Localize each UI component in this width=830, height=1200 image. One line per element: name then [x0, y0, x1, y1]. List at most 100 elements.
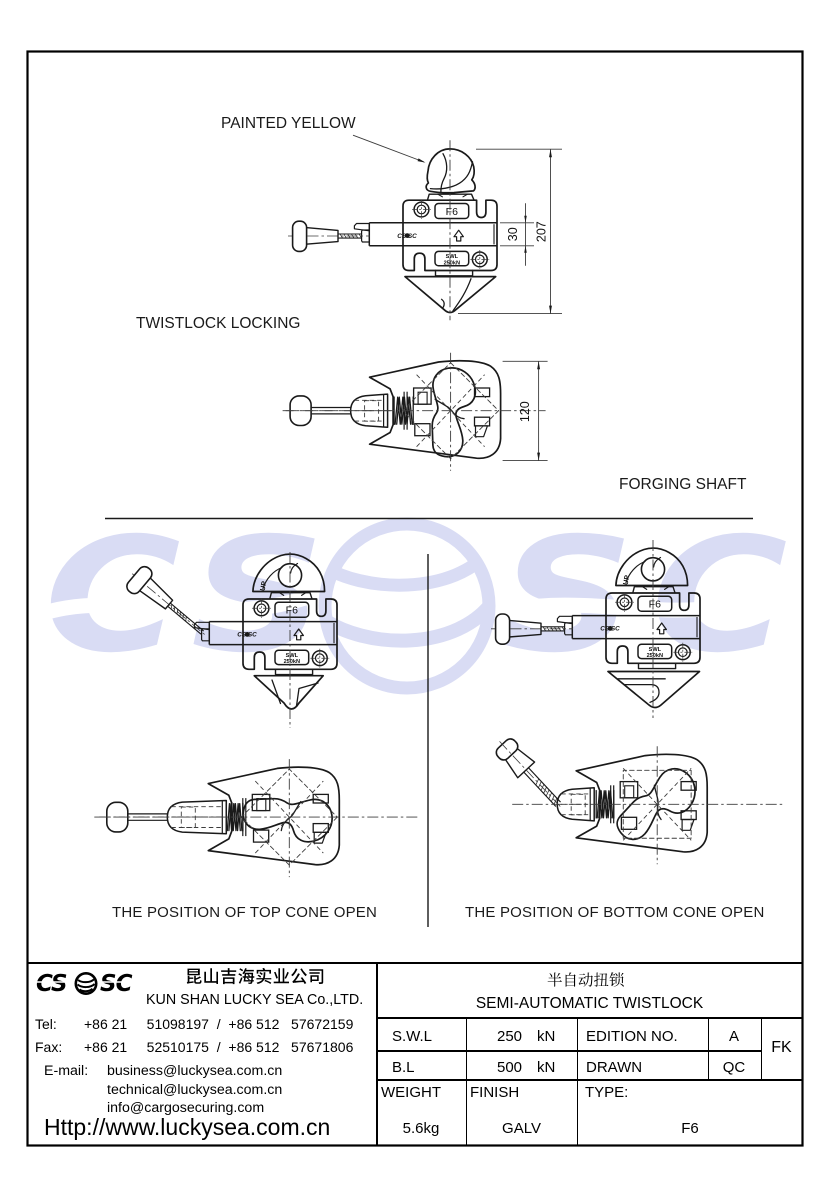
- swl-unit: kN: [537, 1028, 556, 1045]
- line-art-segment: [291, 220, 308, 253]
- line-art-segment: [396, 396, 413, 425]
- line-art-segment: [620, 816, 638, 830]
- line-art-segment: [440, 298, 445, 309]
- line-art-segment: [623, 683, 660, 703]
- line-art-segment: [186, 967, 324, 985]
- label-twistlock-locking: TWISTLOCK LOCKING: [136, 315, 301, 332]
- dimension-text: 207: [534, 221, 548, 242]
- line-art-segment: [550, 626, 554, 632]
- line-art-segment: [437, 193, 469, 198]
- line-art-segment: [653, 784, 662, 821]
- line-art-segment: [22, 570, 356, 626]
- line-art-segment: [176, 609, 178, 615]
- line-art-segment: [253, 674, 325, 710]
- line-art-segment: [524, 245, 527, 253]
- weight-label: WEIGHT: [381, 1084, 441, 1101]
- type-label: TYPE:: [585, 1084, 629, 1101]
- label-painted-yellow: PAINTED YELLOW: [221, 115, 356, 132]
- line-art-segment: [681, 818, 695, 831]
- title-block-line: [376, 1079, 803, 1081]
- dome-up-text: UP: [623, 574, 632, 585]
- logo-cs: CS: [36, 971, 67, 997]
- line-art-segment: [537, 452, 541, 461]
- line-art-segment: [622, 769, 692, 839]
- line-art-segment: [78, 988, 94, 993]
- line-art-segment: [549, 149, 552, 158]
- plate-text-swl: SWL: [649, 647, 662, 653]
- plate-text-swl-value: 250kN: [284, 659, 300, 665]
- fax-value: +86 21 52510175 / +86 512 57671806: [84, 1039, 354, 1055]
- handle: [495, 738, 561, 807]
- line-art-segment: [598, 790, 614, 819]
- company-name-en: KUN SHAN LUCKY SEA Co.,LTD.: [146, 992, 364, 1008]
- drawing-node: [186, 967, 324, 985]
- line-art-segment: [404, 275, 497, 314]
- line-art-segment: [554, 626, 558, 632]
- line-art-segment: [353, 222, 370, 232]
- line-art-segment: [680, 780, 697, 791]
- line-art-segment: [290, 562, 299, 574]
- line-art-segment: [637, 643, 673, 660]
- line-art-segment: [330, 593, 484, 648]
- line-art-segment: [425, 148, 476, 194]
- type-value: F6: [681, 1120, 699, 1137]
- logo-sc: SC: [100, 971, 133, 997]
- line-art-segment: [244, 632, 250, 637]
- dimension-group: 120: [502, 360, 548, 462]
- line-art-segment: [347, 233, 351, 239]
- strip-brand-mark: CS SC: [397, 233, 417, 240]
- line-art-segment: [274, 601, 310, 619]
- line-art-segment: [632, 586, 676, 594]
- line-art-segment: [474, 425, 489, 438]
- line-art-segment: [254, 780, 324, 854]
- strip-brand-mark: CS SC: [237, 632, 257, 639]
- weight-value: 5.6kg: [402, 1120, 440, 1137]
- strip-brand-mark: CS SC: [600, 626, 620, 633]
- line-art-segment: [352, 134, 425, 163]
- title-block-top-border: [27, 962, 803, 964]
- line-art-segment: [557, 626, 562, 632]
- line-art-segment: [556, 615, 573, 625]
- line-art-segment: [429, 161, 474, 190]
- website-url: Http://www.luckysea.com.cn: [44, 1114, 331, 1140]
- line-art-segment: [434, 202, 470, 220]
- line-art-segment: [545, 789, 550, 797]
- line-art-segment: [607, 626, 613, 631]
- line-art-segment: [434, 398, 465, 420]
- logo-globe: [74, 972, 98, 995]
- drawing-node: [495, 738, 561, 807]
- plate-text-swl-value: 250kN: [444, 260, 460, 266]
- fax-label: Fax:: [35, 1039, 63, 1055]
- line-art-segment: [169, 602, 205, 632]
- line-art-segment: [262, 566, 283, 590]
- dimension-text: 120: [518, 401, 532, 422]
- finish-label: FINISH: [470, 1084, 520, 1101]
- swl-label: S.W.L: [392, 1028, 433, 1045]
- line-art-segment: [252, 829, 270, 843]
- line-art-segment: [416, 374, 485, 448]
- line-art-segment: [624, 785, 635, 799]
- plate-text-model: F6: [286, 605, 298, 617]
- view-bottom-cone-open-top: [495, 738, 783, 865]
- line-art-segment: [193, 621, 210, 631]
- email-2: technical@luckysea.com.cn: [107, 1082, 283, 1098]
- watermark-left-letters: CS: [44, 504, 341, 688]
- tel-label: Tel:: [35, 1016, 57, 1032]
- finish-value: GALV: [502, 1120, 541, 1137]
- line-art-segment: [126, 565, 153, 595]
- line-art-segment: [295, 682, 319, 707]
- line-art-segment: [274, 649, 310, 666]
- company-logo: CS SC: [36, 971, 148, 997]
- line-art-segment: [641, 586, 670, 590]
- line-art-segment: [417, 391, 428, 405]
- line-art-segment: [547, 972, 624, 987]
- line-art-segment: [494, 613, 511, 646]
- email-1: business@luckysea.com.cn: [107, 1063, 283, 1079]
- line-art-segment: [207, 766, 341, 866]
- line-art-segment: [414, 423, 431, 437]
- line-art-segment: [274, 668, 314, 676]
- line-art-segment: [575, 753, 709, 853]
